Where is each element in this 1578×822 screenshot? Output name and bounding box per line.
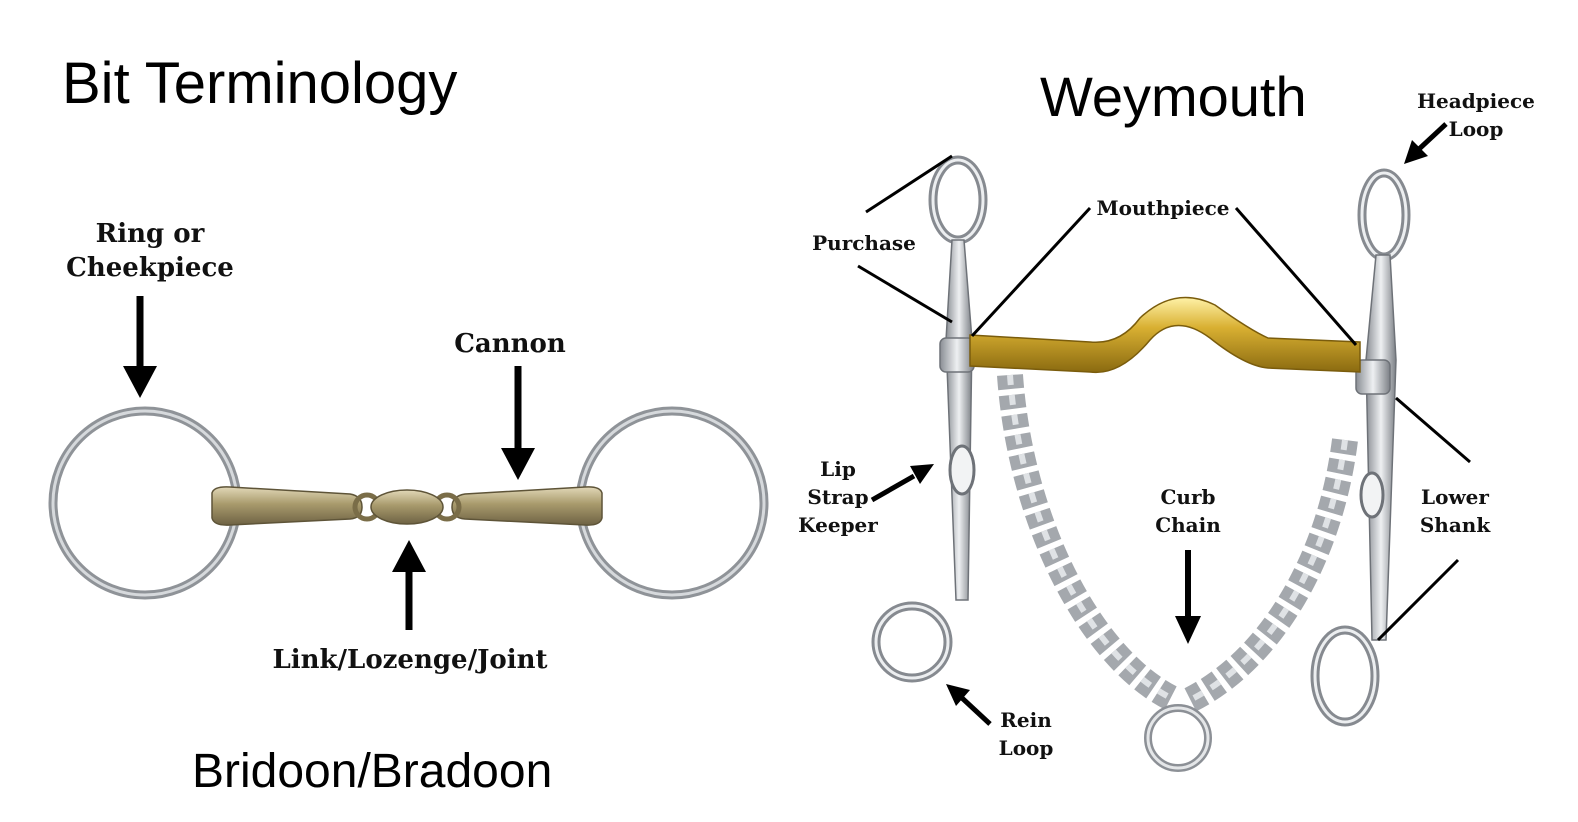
- arrow-ring: [123, 296, 157, 398]
- label-headpiece-line1: Headpiece: [1417, 89, 1535, 113]
- line-lower-shank-lower: [1376, 558, 1460, 642]
- bridoon-right-cannon: [451, 486, 603, 526]
- weymouth-right-cheek: [1310, 168, 1411, 727]
- label-lip-line3: Keeper: [798, 513, 878, 537]
- label-lower-line2: Shank: [1420, 513, 1491, 537]
- line-mouthpiece-left: [970, 206, 1092, 338]
- bridoon-left-cannon: [211, 486, 363, 526]
- label-lip-line2: Strap: [807, 485, 868, 509]
- page-title: Bit Terminology: [62, 51, 458, 116]
- arrow-headpiece: [1404, 122, 1448, 164]
- weymouth-mouthpiece: [969, 296, 1361, 374]
- weymouth-bit: [871, 155, 1411, 772]
- label-curb-line1: Curb: [1161, 485, 1216, 509]
- label-cannon: Cannon: [454, 329, 566, 359]
- arrow-cannon: [501, 366, 535, 480]
- label-curb-line2: Chain: [1155, 513, 1221, 537]
- arrow-curb-chain: [1175, 550, 1201, 644]
- line-purchase-lower: [857, 264, 953, 324]
- label-lip-line1: Lip: [820, 457, 856, 481]
- arrow-rein-loop: [946, 684, 992, 726]
- arrow-link: [392, 540, 426, 630]
- label-ring-line2: Cheekpiece: [66, 253, 234, 283]
- label-ring-line1: Ring or: [96, 219, 205, 249]
- line-lower-shank-upper: [1395, 396, 1471, 464]
- label-headpiece-line2: Loop: [1449, 117, 1504, 141]
- label-rein-line2: Loop: [999, 736, 1054, 760]
- label-rein-line1: Rein: [1000, 708, 1052, 732]
- bridoon-bit: [48, 406, 769, 600]
- label-lower-line1: Lower: [1421, 485, 1489, 509]
- line-purchase-upper: [865, 154, 953, 214]
- bridoon-title: Bridoon/Bradoon: [192, 745, 553, 798]
- bridoon-lozenge: [370, 489, 444, 525]
- label-purchase: Purchase: [812, 231, 916, 255]
- arrow-lip-strap: [870, 464, 934, 503]
- weymouth-title: Weymouth: [1040, 65, 1307, 128]
- weymouth-left-cheek: [871, 155, 988, 683]
- label-mouthpiece: Mouthpiece: [1096, 196, 1229, 220]
- line-mouthpiece-right: [1234, 207, 1358, 346]
- label-link: Link/Lozenge/Joint: [272, 645, 547, 675]
- curb-chain: [997, 374, 1358, 772]
